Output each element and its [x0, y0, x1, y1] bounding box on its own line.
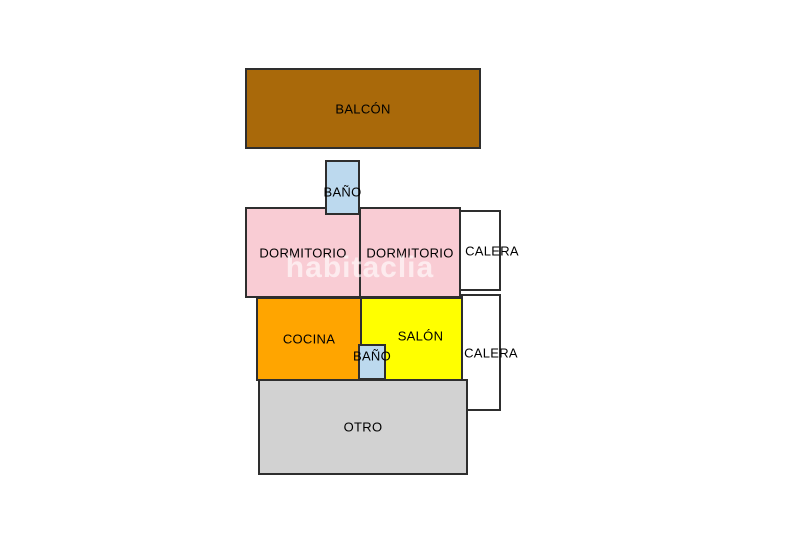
room-label-calera-bottom: CALERA: [464, 345, 518, 360]
room-dormitorio-right: DORMITORIO: [359, 207, 461, 298]
room-label-dormitorio-right: DORMITORIO: [366, 245, 454, 260]
room-otro: OTRO: [258, 379, 468, 475]
room-dormitorio-left: DORMITORIO: [245, 207, 361, 298]
room-label-balcon: BALCÓN: [335, 101, 391, 116]
room-cocina: COCINA: [256, 297, 362, 381]
room-label-otro: OTRO: [343, 419, 383, 435]
room-label-cocina: COCINA: [282, 331, 336, 347]
room-bano-top: BAÑO: [323, 160, 362, 215]
room-balcon: BALCÓN: [245, 68, 481, 149]
room-label-salon: SALÓN: [397, 328, 444, 344]
room-label-calera-top: CALERA: [465, 243, 519, 258]
room-label-dormitorio-left: DORMITORIO: [259, 245, 347, 260]
room-calera-top: CALERA: [459, 210, 519, 291]
room-label-bano-bottom: BAÑO: [352, 348, 392, 364]
room-label-bano-top: BAÑO: [323, 184, 362, 200]
room-bano-bottom: BAÑO: [353, 344, 391, 380]
